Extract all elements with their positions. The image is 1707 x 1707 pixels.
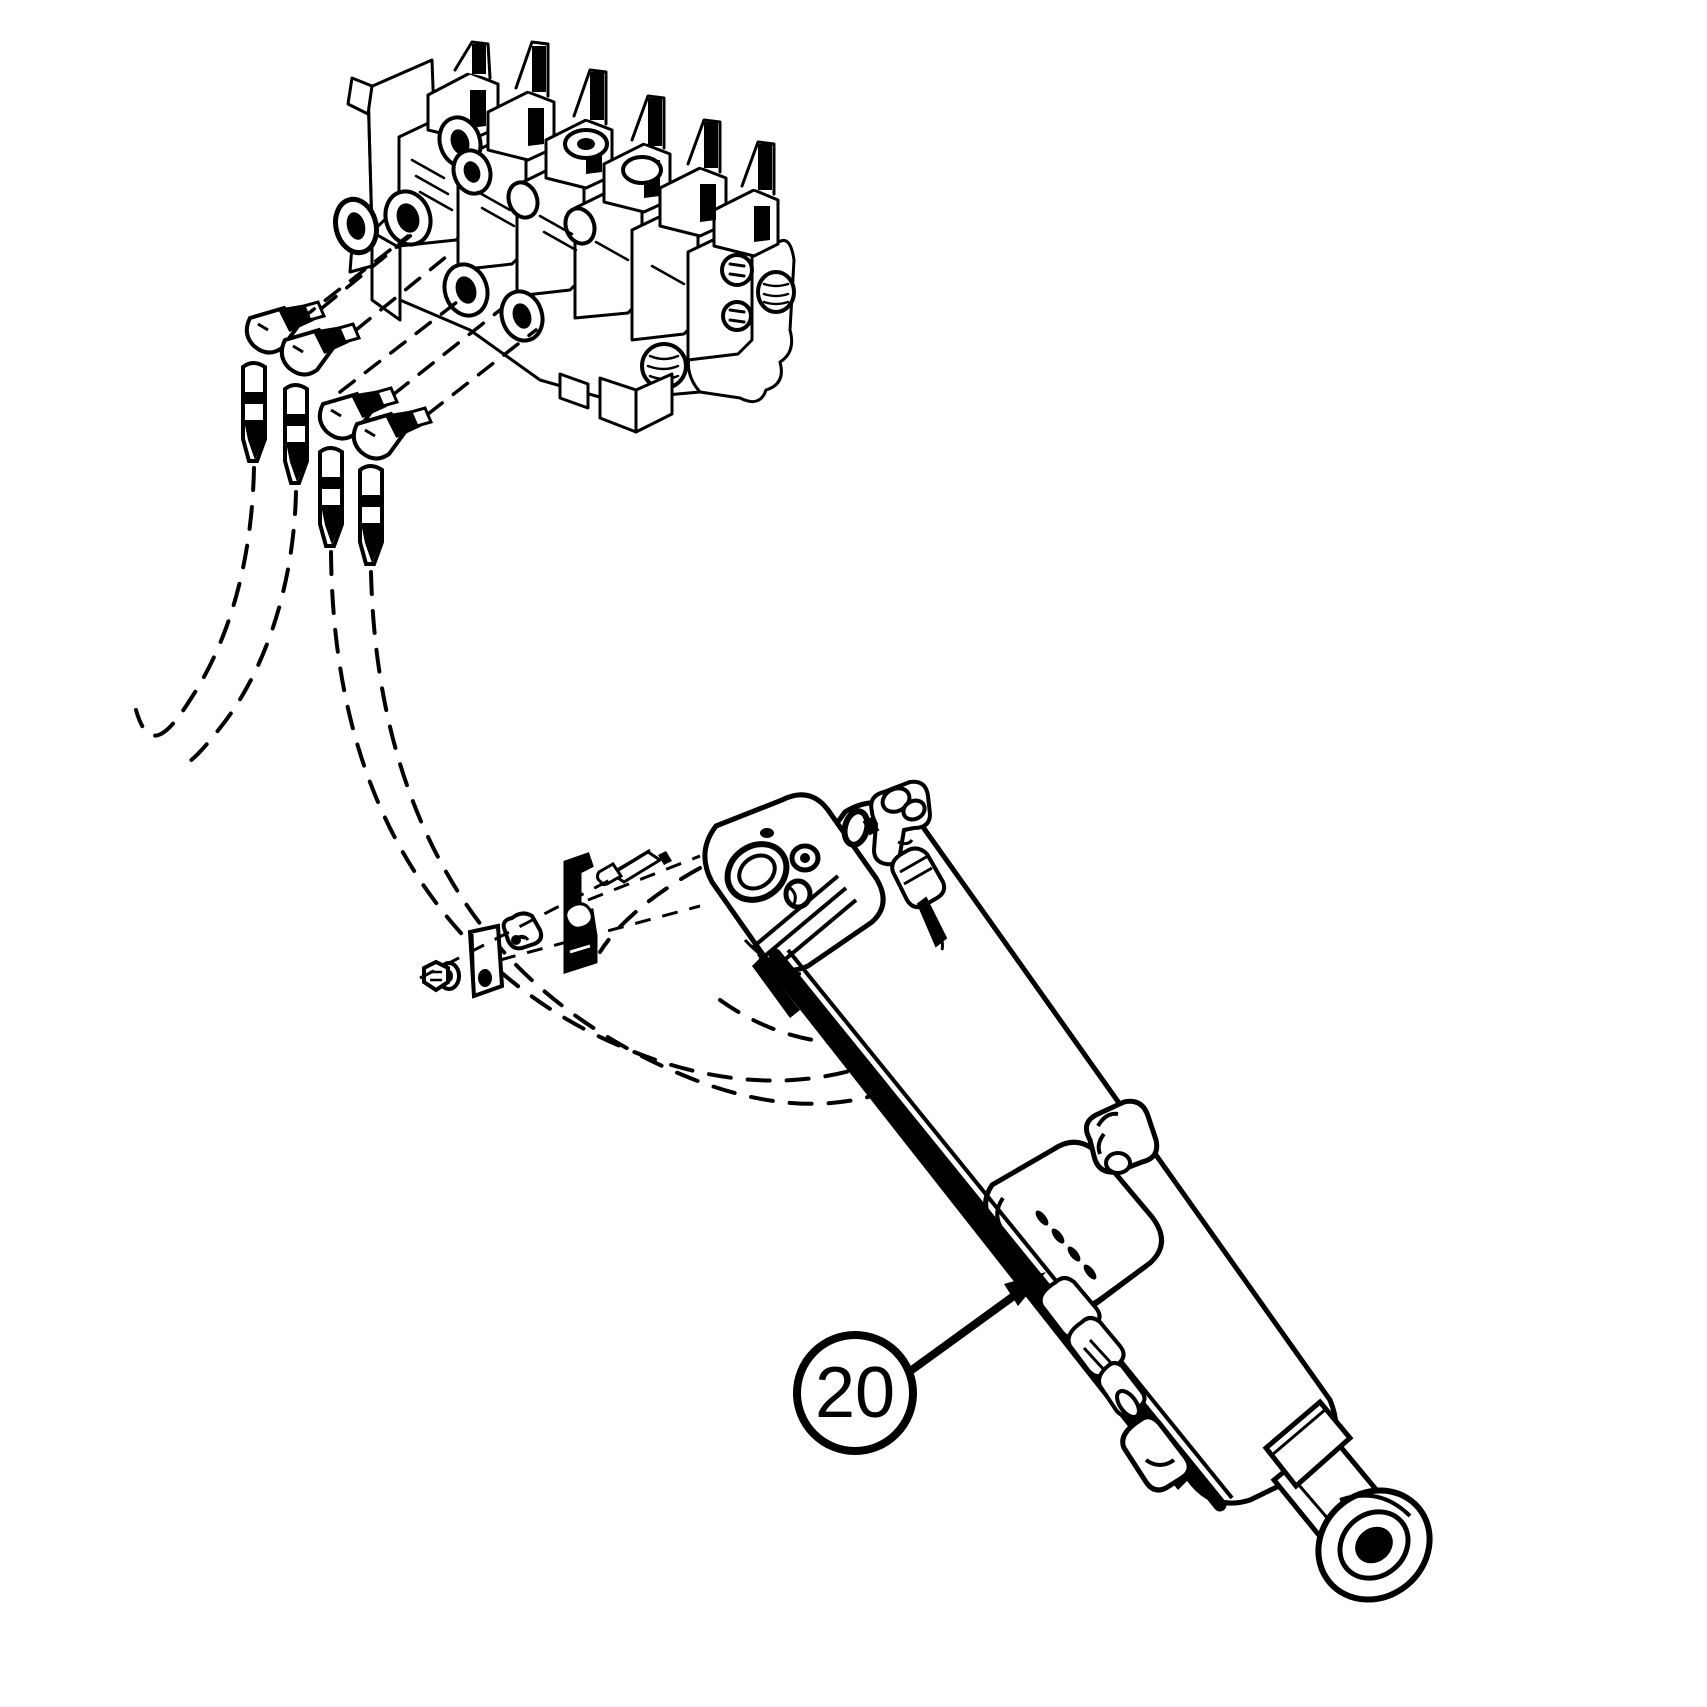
bracket [563, 852, 598, 975]
nut [422, 959, 450, 993]
rod-end-eye [1315, 1487, 1433, 1603]
hose-fittings-cluster [241, 300, 434, 566]
port-elbow-fitting [862, 779, 933, 867]
hardware-axis-dashes [419, 854, 701, 980]
spacer-bush [501, 911, 544, 951]
callout-arrowhead [1004, 1272, 1046, 1306]
callout-leader-line [905, 1286, 1026, 1376]
elbow-fitting-4 [351, 406, 434, 461]
valve-bottom-outlets [558, 372, 674, 434]
barrel-end-cap [1262, 1398, 1354, 1490]
callout-number: 20 [815, 1353, 895, 1433]
valve-detail-lines [410, 158, 686, 286]
hose-route-4 [369, 570, 952, 1106]
cylinder-base-head [702, 792, 886, 1018]
hose-route-2 [176, 490, 298, 767]
hydraulic-cylinder [702, 779, 1433, 1603]
hose-end-fitting-4 [358, 464, 384, 566]
bolt [595, 848, 672, 887]
straight-hose-end-fitting [890, 846, 948, 951]
callout-circle[interactable] [793, 1331, 917, 1455]
o-ring [841, 808, 871, 848]
hose-clamp-band [983, 1098, 1164, 1311]
hose-route-6 [598, 866, 702, 954]
hose-end-fitting-3 [318, 446, 344, 548]
dashed-assembly-leader-lines [298, 226, 538, 416]
hose-clamp-mounting-hardware [419, 848, 701, 999]
hose-end-fitting-1 [241, 361, 267, 463]
hydraulic-hose [768, 948, 1234, 1512]
hose-end-fitting-2 [283, 383, 309, 485]
backing-plate [467, 923, 505, 999]
elbow-fitting-2 [279, 322, 362, 377]
callout-20[interactable]: 20 [793, 1272, 1046, 1455]
